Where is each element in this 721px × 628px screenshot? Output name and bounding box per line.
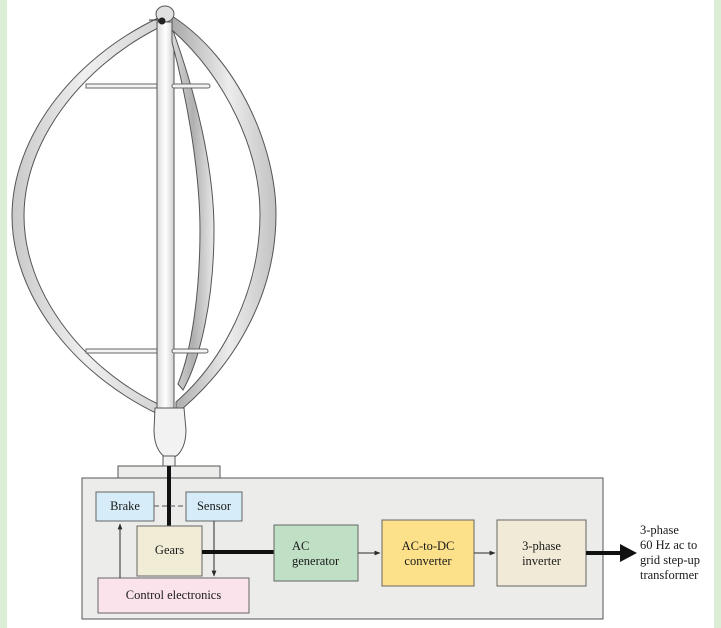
base-neck xyxy=(162,455,176,467)
inverter-line2: inverter xyxy=(522,554,561,568)
lower-strut xyxy=(85,348,159,354)
control-electronics-block xyxy=(97,577,250,614)
output-arrow-head xyxy=(620,544,637,562)
ac-generator-label: AC generator xyxy=(274,539,358,569)
ac-generator-line1: AC xyxy=(292,539,310,553)
output-line4: transformer xyxy=(640,568,699,582)
inverter-block xyxy=(496,519,587,587)
upper-strut xyxy=(85,83,159,89)
output-line1: 3-phase xyxy=(640,523,679,537)
inverter-line1: 3-phase xyxy=(522,539,561,553)
ac-generator-block xyxy=(273,524,359,582)
turbine xyxy=(11,5,277,479)
turbine-shaft xyxy=(156,21,175,413)
output-line3: grid step-up xyxy=(640,553,701,567)
ac-to-dc-converter-block xyxy=(381,519,475,587)
gears-label: Gears xyxy=(154,543,185,557)
ac-generator-line2: generator xyxy=(292,554,340,568)
output-line2: 60 Hz ac to xyxy=(640,538,698,552)
brake-label: Brake xyxy=(110,499,140,513)
left-blade xyxy=(11,17,159,415)
middle-blade xyxy=(171,27,215,391)
gears-block xyxy=(136,525,203,577)
ac-to-dc-label: AC-to-DC converter xyxy=(382,539,474,569)
inverter-label: 3-phase inverter xyxy=(497,539,586,569)
top-bearing xyxy=(158,17,166,25)
ac-to-dc-line2: converter xyxy=(404,554,452,568)
sensor-block xyxy=(185,491,243,522)
base-collar xyxy=(153,407,187,459)
upper-strut-right xyxy=(171,83,211,89)
lower-strut-right xyxy=(171,348,209,354)
sensor-label: Sensor xyxy=(196,499,232,513)
output-description: 3-phase 60 Hz ac to grid step-up transfo… xyxy=(640,523,716,583)
ac-to-dc-line1: AC-to-DC xyxy=(401,539,455,553)
control-electronics-label: Control electronics xyxy=(125,588,222,602)
